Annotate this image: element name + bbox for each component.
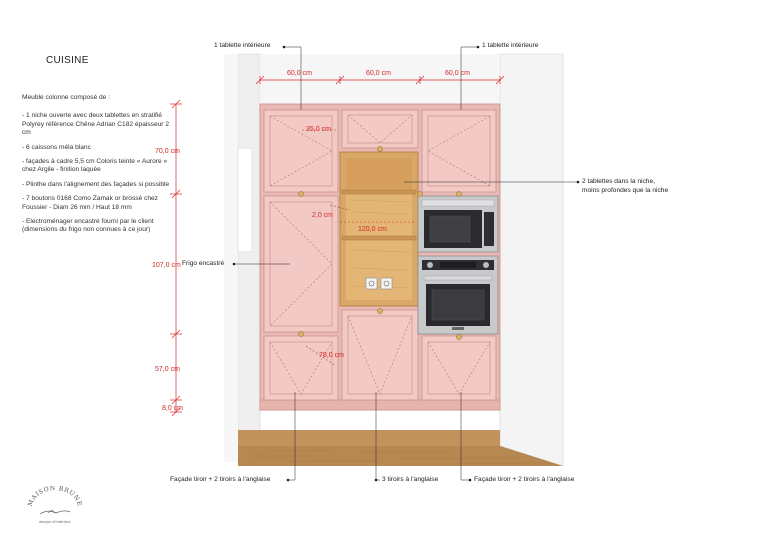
dimension-lines bbox=[170, 75, 505, 417]
floor-planks bbox=[250, 449, 550, 464]
logo-tagline: design d'intérieur bbox=[39, 520, 71, 524]
knob bbox=[298, 191, 304, 197]
dimension-plinth-height: 8,0 cm bbox=[162, 405, 184, 412]
left-drawer-front bbox=[263, 335, 339, 401]
center-upper-door bbox=[341, 109, 419, 149]
dimension-upper-center-door: 35,0 cm bbox=[306, 126, 331, 133]
knob bbox=[377, 308, 383, 314]
back-wall bbox=[260, 54, 500, 104]
left-wall-side bbox=[224, 54, 238, 462]
socket-right bbox=[380, 277, 393, 290]
knob bbox=[456, 191, 462, 197]
spec-item-facades: - façades à cadre 5,5 cm Coloris teinte … bbox=[22, 158, 168, 174]
dimension-width-right: 60,0 cm bbox=[445, 70, 470, 77]
dimension-niche-height: 120,0 cm bbox=[358, 226, 387, 233]
inner-dimension-lines bbox=[302, 129, 414, 367]
specification-block: Meuble colonne composé de : - 1 niche ou… bbox=[22, 94, 172, 241]
microwave-oven bbox=[417, 195, 499, 253]
plinth bbox=[259, 399, 501, 411]
knob bbox=[298, 331, 304, 337]
maison-brune-logo: MAISON BRUNE design d'intérieur bbox=[27, 486, 83, 524]
logo-brand: MAISON BRUNE bbox=[27, 486, 82, 507]
knob bbox=[377, 146, 383, 152]
brass-knobs bbox=[298, 146, 462, 340]
socket-left bbox=[365, 277, 378, 290]
spec-intro: Meuble colonne composé de : bbox=[22, 94, 110, 101]
spec-item-niche: - 1 niche ouverte avec deux tablettes en… bbox=[22, 112, 169, 137]
center-drawer-front bbox=[341, 309, 419, 401]
knob bbox=[417, 191, 423, 197]
annotation-fridge: Frigo encastré bbox=[182, 260, 225, 267]
dimension-niche-shelf: 2,0 cm bbox=[312, 212, 334, 219]
svg-text:MAISON BRUNE: MAISON BRUNE bbox=[27, 486, 83, 507]
annotation-shelf-left: 1 tablette intérieure bbox=[214, 42, 271, 49]
dimension-middle-height: 107,0 cm bbox=[152, 262, 181, 269]
dimension-width-center: 60,0 cm bbox=[366, 70, 391, 77]
leader-lines bbox=[234, 46, 578, 481]
oak-niche bbox=[339, 151, 419, 307]
floor-strip bbox=[238, 430, 500, 446]
right-drawer-front bbox=[421, 335, 497, 401]
leader-dots bbox=[232, 45, 580, 482]
annotation-drawer-right: Façade tiroir + 2 tiroirs à l'anglaise bbox=[474, 476, 575, 483]
left-wall bbox=[237, 53, 261, 463]
right-upper-door bbox=[421, 109, 497, 193]
annotation-niche-shelves: 2 tablettes dans la niche, moins profond… bbox=[582, 178, 669, 194]
dimension-drawer-front: 78,0 cm bbox=[319, 352, 344, 359]
dimension-width-left: 60,0 cm bbox=[287, 70, 312, 77]
spec-item-caissons: - 6 caissons méla blanc bbox=[22, 143, 91, 151]
annotation-shelf-right: 1 tablette intérieure bbox=[482, 42, 539, 49]
left-upper-door bbox=[263, 109, 339, 193]
annotation-drawer-left: Façade tiroir + 2 tiroirs à l'anglaise bbox=[170, 476, 271, 483]
oven bbox=[417, 255, 499, 335]
page-title: CUISINE bbox=[46, 55, 89, 66]
dimension-upper-height: 70,0 cm bbox=[155, 148, 180, 155]
spec-item-plinth: - Plinthe dans l'alignement des façades … bbox=[22, 180, 170, 188]
spec-item-appliances: - Electroménager encastré fourni par le … bbox=[22, 218, 154, 234]
left-wall-recess bbox=[237, 147, 253, 253]
right-wall bbox=[499, 53, 564, 467]
dimension-lower-height: 57,0 cm bbox=[155, 366, 180, 373]
spec-item-knobs: - 7 boutons 0168 Como Zamak or brossé ch… bbox=[22, 195, 158, 211]
annotation-drawer-center: 3 tiroirs à l'anglaise bbox=[382, 476, 439, 483]
knob bbox=[456, 334, 462, 340]
